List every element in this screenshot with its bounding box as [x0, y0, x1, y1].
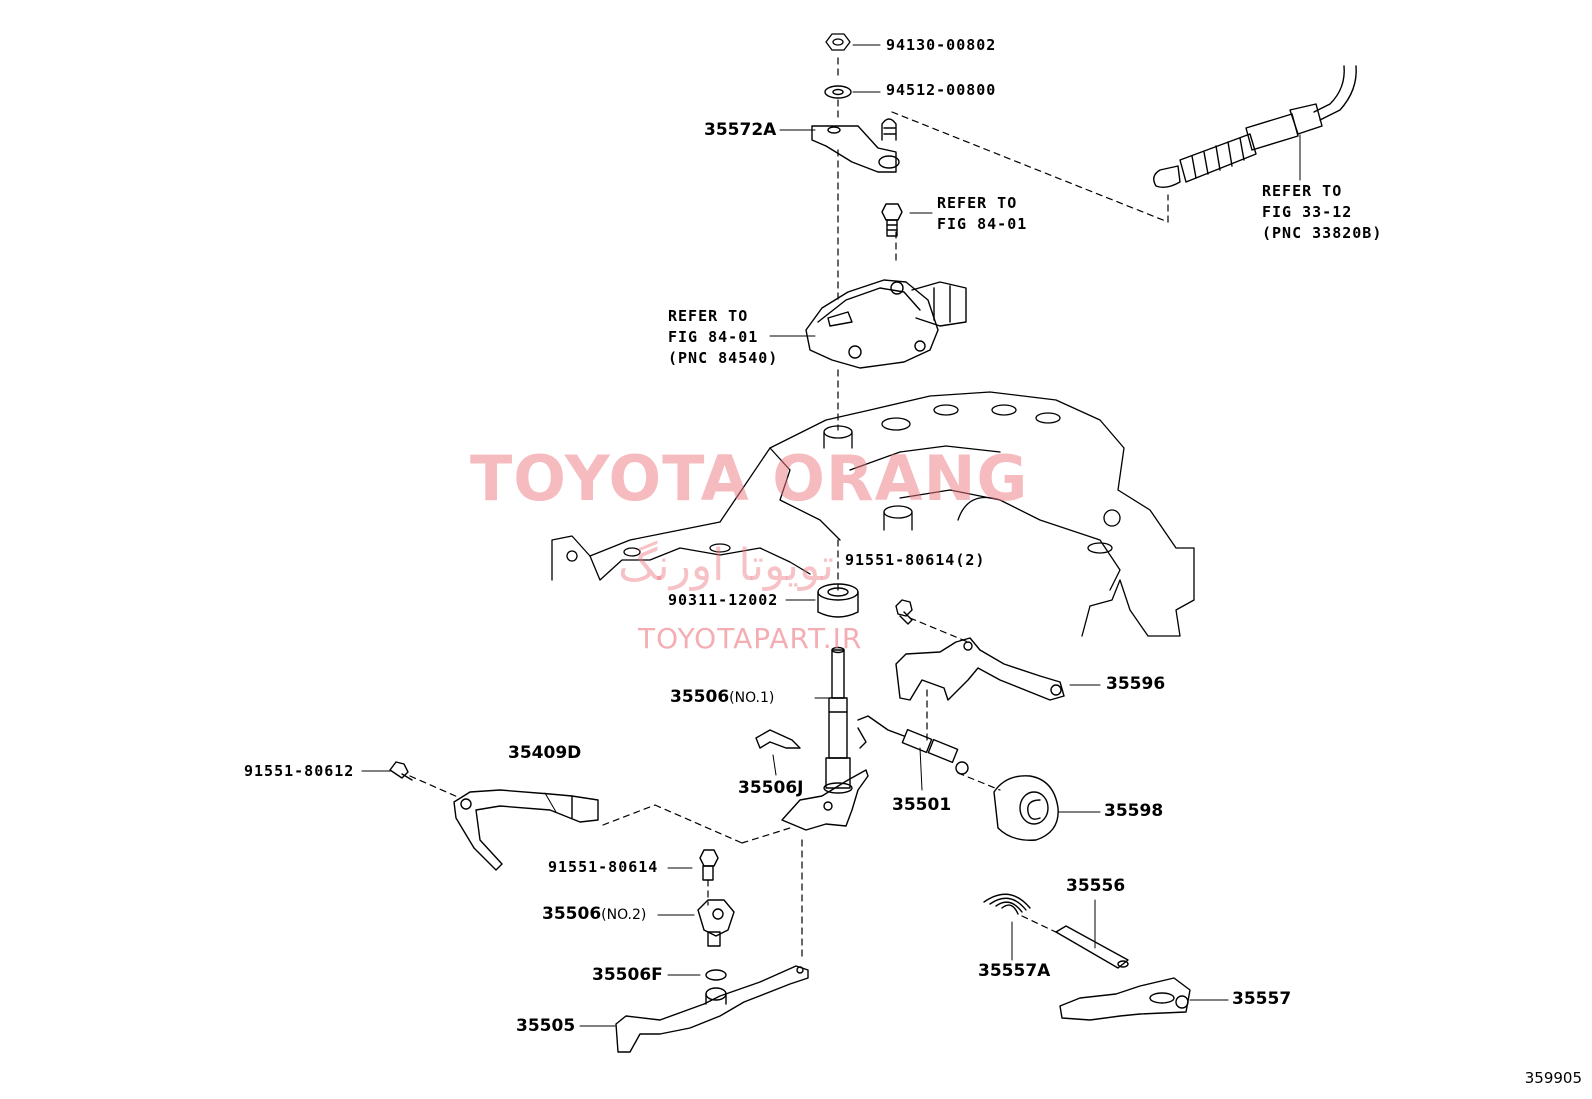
label-35506-no1-number: 35506	[670, 687, 730, 707]
assembly-lines	[409, 57, 1169, 961]
shaft-35506-no1	[823, 646, 853, 794]
label-35557: 35557	[1232, 989, 1292, 1009]
label-94512-00800: 94512-00800	[886, 81, 997, 99]
control-cable	[1153, 65, 1357, 189]
bolt-91551-80614-2	[895, 599, 913, 625]
watermark-brand-fa: تویوتا اورنگ	[618, 540, 834, 591]
label-90311-12002: 90311-12002	[668, 591, 779, 609]
label-refer-fig-33-12: REFER TO FIG 33-12 (PNC 33820B)	[1262, 182, 1383, 242]
label-refer-fig-84-01-pnc: REFER TO FIG 84-01 (PNC 84540)	[668, 307, 779, 367]
clip-35506J	[755, 729, 801, 749]
label-35572A: 35572A	[704, 120, 777, 140]
label-35501: 35501	[892, 795, 952, 815]
label-91551-80614-2: 91551-80614(2)	[845, 551, 986, 569]
watermark-site: TOYOTAPART.IR	[638, 622, 863, 655]
figure-code: 359905	[1524, 1069, 1582, 1087]
bosses	[566, 404, 1121, 562]
label-35557A: 35557A	[978, 961, 1051, 981]
bolt-91551-80612	[389, 761, 413, 781]
label-35505: 35505	[516, 1016, 576, 1036]
bolt-top	[881, 203, 903, 237]
label-35506J: 35506J	[738, 778, 804, 798]
nut-94130	[825, 33, 851, 51]
label-35506-no2-number: 35506	[542, 904, 602, 924]
washer-94512	[824, 85, 852, 99]
lever-35505	[615, 965, 809, 1053]
detent-35506-no2	[697, 899, 735, 947]
transmission-case	[551, 391, 1195, 637]
label-35596: 35596	[1106, 674, 1166, 694]
label-35506-no1: 35506(NO.1)	[670, 689, 774, 706]
label-35506-no1-suffix: (NO.1)	[729, 690, 775, 706]
spring-35557A	[983, 893, 1031, 915]
oring-35506F	[705, 969, 727, 981]
lever-35409D	[453, 789, 599, 871]
pawl-35557	[1059, 977, 1191, 1021]
leader-lines	[361, 44, 1301, 1027]
label-91551-80614: 91551-80614	[548, 858, 659, 876]
pin-35556	[1055, 925, 1129, 969]
label-91551-80612: 91551-80612	[244, 762, 355, 780]
oil-seal-90311	[817, 583, 859, 618]
arm-35596	[895, 637, 1065, 701]
cam-35598	[993, 775, 1059, 841]
detent-plate	[781, 769, 869, 831]
label-35556: 35556	[1066, 876, 1126, 896]
label-94130-00802: 94130-00802	[886, 36, 997, 54]
label-refer-fig-84-01-top: REFER TO FIG 84-01	[937, 194, 1028, 233]
lever-35572A	[811, 118, 900, 173]
label-35506-no2-suffix: (NO.2)	[601, 907, 647, 923]
label-35506F: 35506F	[592, 965, 663, 985]
bolt-91551-80614	[699, 849, 719, 881]
watermark-brand: TOYOTA ORANG	[470, 442, 1029, 515]
label-35409D: 35409D	[508, 743, 582, 763]
neutral-start-switch	[805, 279, 967, 369]
label-35506-no2: 35506(NO.2)	[542, 906, 646, 923]
rod-35501	[857, 715, 969, 775]
label-35598: 35598	[1104, 801, 1164, 821]
